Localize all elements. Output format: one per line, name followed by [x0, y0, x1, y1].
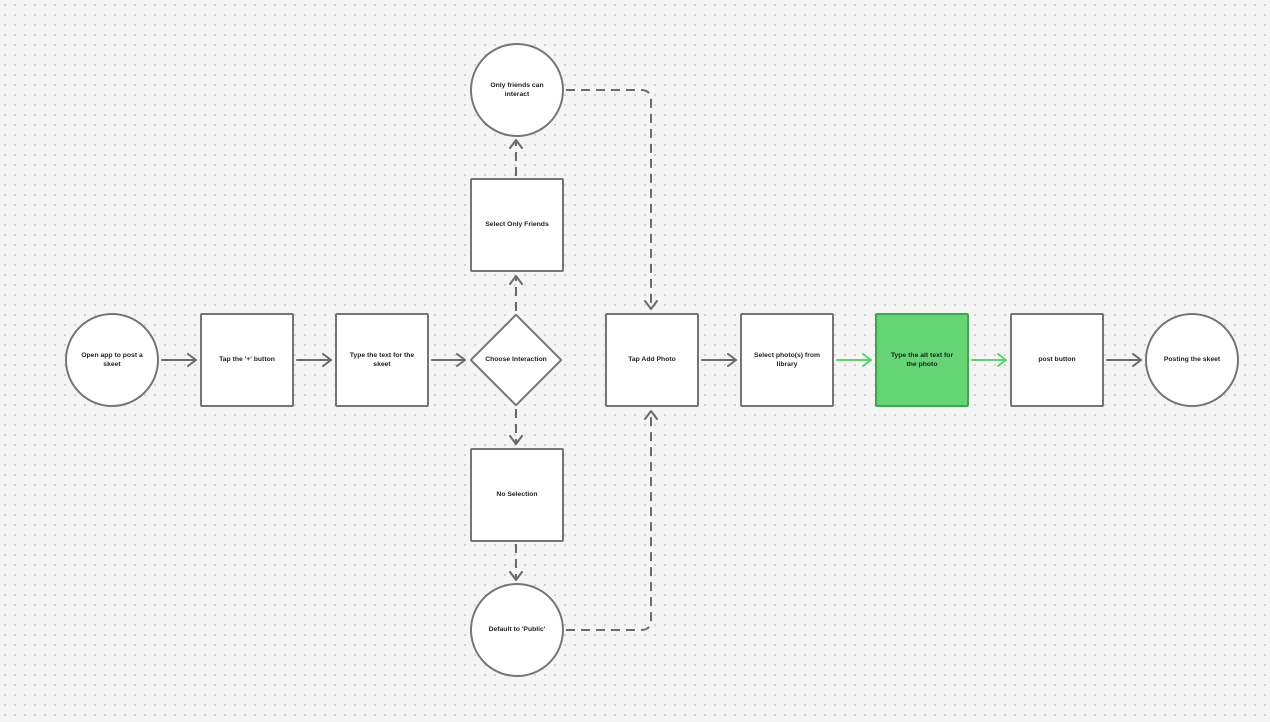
start-open-app-label: Open app to post a skeet	[81, 351, 143, 368]
step-select-only-friends-label: Select Only Friends	[485, 221, 549, 229]
step-post-button[interactable]: post button	[1010, 313, 1104, 407]
step-type-alt-text[interactable]: Type the alt text for the photo	[875, 313, 969, 407]
end-posting-skeet-label: Posting the skeet	[1163, 356, 1221, 364]
step-select-photos[interactable]: Select photo(s) from library	[740, 313, 834, 407]
step-select-photos-label: Select photo(s) from library	[753, 351, 821, 368]
arrow-only-friends-to-tap-photo	[566, 89, 658, 310]
arrow-default-to-tap-photo	[566, 410, 658, 631]
state-only-friends-label: Only friends can interact	[490, 81, 544, 98]
step-type-alt-text-label: Type the alt text for the photo	[890, 351, 954, 368]
step-type-text[interactable]: Type the text for the skeet	[335, 313, 429, 407]
start-open-app[interactable]: Open app to post a skeet	[65, 313, 159, 407]
step-no-selection-label: No Selection	[496, 491, 538, 499]
step-select-only-friends[interactable]: Select Only Friends	[470, 178, 564, 272]
state-default-public-label: Default to 'Public'	[488, 626, 546, 634]
step-tap-plus-button-label: Tap the '+' button	[219, 356, 275, 364]
step-type-text-label: Type the text for the skeet	[349, 351, 415, 368]
state-default-public[interactable]: Default to 'Public'	[470, 583, 564, 677]
end-posting-skeet[interactable]: Posting the skeet	[1145, 313, 1239, 407]
step-no-selection[interactable]: No Selection	[470, 448, 564, 542]
step-tap-add-photo[interactable]: Tap Add Photo	[605, 313, 699, 407]
step-tap-add-photo-label: Tap Add Photo	[628, 356, 676, 364]
state-only-friends[interactable]: Only friends can interact	[470, 43, 564, 137]
step-post-button-label: post button	[1038, 356, 1076, 364]
step-tap-plus-button[interactable]: Tap the '+' button	[200, 313, 294, 407]
